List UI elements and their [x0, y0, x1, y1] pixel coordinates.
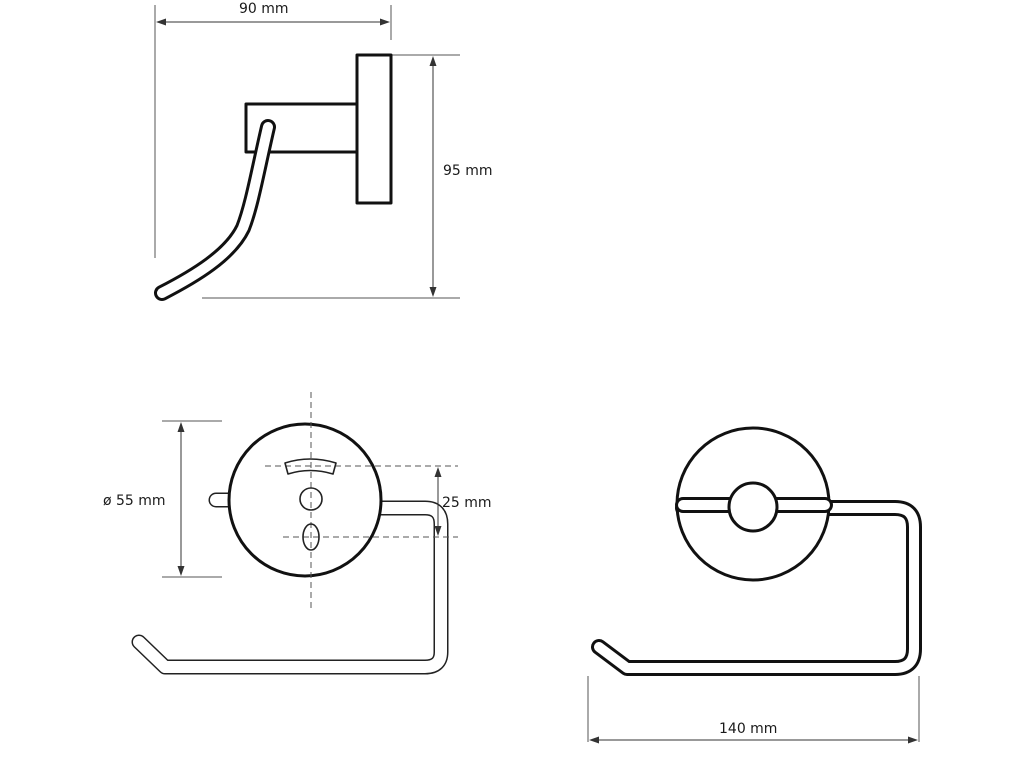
front-holder-bar: [591, 500, 922, 676]
dimension-side-height: 95 mm: [429, 56, 493, 297]
upper-screw-slot: [284, 458, 337, 475]
front-view: 140 mm: [587, 426, 922, 744]
side-view: 90 mm 95 mm: [154, 1, 493, 301]
mounting-holder-bar: [131, 500, 449, 675]
dimension-front-width: 140 mm: [589, 721, 918, 744]
front-center-boss: [727, 481, 779, 533]
mounting-round-plate: [227, 422, 383, 578]
label-front-width: 140 mm: [719, 721, 777, 737]
middle-screw-hole: [299, 487, 323, 511]
label-side-width: 90 mm: [239, 1, 289, 17]
side-wall-plate: [355, 53, 393, 205]
side-curved-bar: [154, 119, 276, 301]
dimension-side-width: 90 mm: [156, 1, 390, 26]
lower-screw-hole: [302, 523, 320, 551]
mounting-view: ø 55 mm 25 mm: [103, 392, 492, 675]
label-hole-spacing: 25 mm: [442, 495, 492, 511]
dimension-diameter: ø 55 mm: [103, 422, 185, 576]
dimension-hole-spacing: 25 mm: [434, 467, 492, 536]
label-side-height: 95 mm: [443, 163, 493, 179]
label-diameter: ø 55 mm: [103, 493, 166, 509]
